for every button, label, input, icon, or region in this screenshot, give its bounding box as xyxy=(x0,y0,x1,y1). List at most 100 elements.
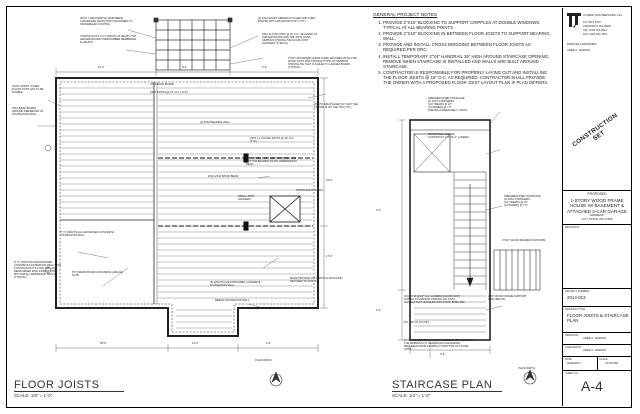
date-value: 06/26/2014 xyxy=(567,362,580,365)
sheet-border xyxy=(6,6,632,408)
dim-text: 33'-0" xyxy=(326,179,333,182)
callout-joist-crown: JOISTS ARE PLACED SO THAT THE CROWN IS O… xyxy=(314,103,358,109)
stair-callout-key: NO. 3X6 (X) 2X4 KEY xyxy=(404,321,430,324)
general-notes: GENERAL PROJECT NOTES PROVIDE 2"X10" BLO… xyxy=(373,13,553,86)
callout-line: (2) 2X10 STRINGERS xyxy=(504,197,530,201)
landing-joists xyxy=(414,295,486,333)
stair-leaders xyxy=(429,111,503,358)
stair-callout-landing: STAIRCASE LANDING CONSTRUCT 4'-0"X4'-0" … xyxy=(428,133,488,140)
callout-joist-hanger: 2X10 FLOOR JOIST @ 16" O.C. SECURED TO L… xyxy=(262,33,318,45)
drawn-by-label: DRAWN BY xyxy=(565,334,579,337)
section-marker-icon xyxy=(44,144,52,274)
callout-wood-beam: W/(2) 2X10 WOOD BEAM xyxy=(208,175,239,178)
callout-post-anchor: 4X6 P.T. DECORATIVE (PAINTABLE) CHANNELE… xyxy=(80,17,133,26)
project-heading: PROPOSED xyxy=(587,192,607,196)
dim-text: 24'-0" xyxy=(192,342,199,345)
callout-double-joist-note: NOTE: EVERY OTHER FLOOR JOIST HAS TO BE … xyxy=(12,85,44,94)
stair-outline xyxy=(409,119,491,341)
callout-bearing-wall: (2) 2X10 BEARING WALL xyxy=(200,121,231,124)
project-description: 1-STORY WOOD FRAME HOUSE W/ BASEMENT & A… xyxy=(566,198,628,214)
stair-callout-landing-joist: (3/4) 2X10 @ 16" O.C. LANDING FLOOR JOIS… xyxy=(404,295,465,304)
stair-direction-arrow-icon xyxy=(466,184,474,287)
callout-floor-joists: 2X10 J.J. FLOOR JOISTS @ 16" O.C. (TYP.) xyxy=(250,137,295,143)
revisions-label: REVISIONS xyxy=(565,226,580,229)
callout-line: (14) RISERS @ 7.5" xyxy=(504,203,528,207)
dim-text: 2'-1" xyxy=(376,309,382,312)
project-number-label: PROJECT NUMBER xyxy=(565,290,590,293)
construction-set-stamp: CONSTRUCTION SET xyxy=(571,111,619,149)
firm-logo-icon xyxy=(567,13,581,28)
callout-girder: (2) 2X10 WOOD GIRDER NOTCHED AND THRU-BO… xyxy=(258,17,317,23)
stair-dimensions xyxy=(398,119,491,354)
callout-line: STAIRCASE LANDING xyxy=(428,133,455,136)
dim-text: 17'-0" xyxy=(326,255,333,258)
north-label: PLAN NORTH xyxy=(255,359,272,362)
drafter-heading: DRAFTER & DESIGNER: xyxy=(567,43,597,46)
title-underline xyxy=(14,391,124,392)
north-label: PLAN NORTH xyxy=(518,367,535,370)
callout-band-board-2: 2X10 BAND BOARD xyxy=(150,83,174,86)
scale-label: SCALE xyxy=(599,358,608,361)
callout-staircase-opening: STAIRCASE OPENING xyxy=(296,189,324,192)
house-outline xyxy=(55,77,319,337)
date-label: DATE xyxy=(565,358,572,361)
callout-foundation-wall: 8" (7) 3000 PSI ALL ENTRAINED CONCRETE F… xyxy=(60,231,114,237)
notes-list: PROVIDE 2"X10" BLOCKING TO SUPPORT CRIPP… xyxy=(373,20,553,85)
staircase-opening xyxy=(269,195,301,223)
left-joists xyxy=(60,87,153,215)
callout-band-board: 2X10 BAND BOARD AROUND PERIMETER OF FOUN… xyxy=(12,107,44,116)
callout-rim-board: 2"X10" RIM BOARD (SAND TARIS) SECURED WI… xyxy=(288,57,358,69)
scale-value: AS NOTED xyxy=(605,362,619,365)
drawing-title: FLOOR JOISTS & STAIRCASE PLAN xyxy=(567,313,629,323)
note-item: CONTRACTOR IS RESPONSIBLE FOR PROPERLY L… xyxy=(383,70,553,85)
staircase-plan xyxy=(398,111,541,385)
right-joists xyxy=(158,87,313,329)
dimension-lines xyxy=(55,68,328,352)
sheet-number: A-4 xyxy=(581,378,603,394)
callout-line: CONSTRUCT 4'-0"X4'-0" LANDING xyxy=(428,135,470,139)
stair-callout-platform: 4"X10" WOOD FRAMED PLATFORM xyxy=(502,239,546,242)
checked-by: JAMIE A. JAMISON xyxy=(583,349,606,352)
project-number: 2014-013 xyxy=(567,295,586,300)
drafter-name: JAMIE A. JAMISON xyxy=(567,49,590,52)
floor-joists-plan xyxy=(38,17,328,387)
callout-line: (2) 2X10 STRINGERS xyxy=(428,99,454,103)
note-item: PROVIDE AND INSTALL CROSS BRIDGING BETWE… xyxy=(383,42,553,52)
firm-tel: TEL: (513) 461-6612 xyxy=(583,29,607,32)
stair-callout-prefab-2: PREFABRICATED STAIRCASE (2) 2X10 STRINGE… xyxy=(504,195,560,208)
stair-callout-support-wall: 2"X4" WOOD FRAME SUPPORT WALL BELOW xyxy=(488,295,527,301)
note-item: PROVIDE 2"X10" BLOCKING IN BETWEEN FLOOR… xyxy=(383,31,553,41)
dim-text: 3'-6" xyxy=(440,353,446,356)
dim-text: 9'-3" xyxy=(262,66,268,69)
callout-small-hangers: SMALL JOIST HANGERS xyxy=(238,195,255,201)
garage-slab xyxy=(60,82,158,304)
project-address: ADDRESS xyxy=(590,213,604,217)
checked-by-label: CHECKED BY xyxy=(565,346,582,349)
dim-text: 8'-0" xyxy=(182,66,188,69)
callout-garage-slab: 8"(T) REINFORCED CONCRETE GARAGE SLAB xyxy=(72,271,123,277)
callout-steel-post: 4"X4" STEEL POST COLUMN W/TOP AND BOTTOM… xyxy=(246,157,297,166)
firm-name: JJ DRAFTING SERVICES, LLC xyxy=(583,13,623,17)
callout-ledger-board: CONTINUOUS 17'-0"± (WIDTH OF DECK) 2"X8"… xyxy=(80,35,137,44)
beams xyxy=(158,153,313,231)
callout-rebar: REBAR FOUNDATION WALL xyxy=(215,299,250,302)
leader-lines xyxy=(38,29,327,309)
north-arrow-icon xyxy=(269,371,283,387)
stair-callout-prefab: PREFABRICATED STAIRCASE (2) 2X10 STRINGE… xyxy=(428,97,488,113)
deck-framing xyxy=(153,17,233,71)
drawn-by: JAMIE A. JAMISON xyxy=(583,337,606,340)
callout-line: (14) TREADS @ 10" xyxy=(504,200,528,204)
plan-scale-floor-joists: SCALE: 1/8" = 1'-0" xyxy=(14,393,53,398)
callout-line: (14) TREADS @ 10" xyxy=(428,102,452,106)
project-city: CITY, STATE, ZIP CODE xyxy=(581,217,613,221)
plan-scale-staircase: SCALE: 1/4" = 1'-0" xyxy=(392,393,431,398)
callout-line: TREADS & RISER ARE 1" SOLID xyxy=(428,108,468,112)
drawing-title-label: DRAWING TITLE xyxy=(565,308,586,311)
callout-rebar-wall: 8" (T) 3000 PSI AIR ENTRAINED CONCRETE F… xyxy=(14,261,62,279)
stamp-area: CONSTRUCTION SET xyxy=(569,104,625,160)
stair-run-right xyxy=(493,249,541,291)
notes-heading: GENERAL PROJECT NOTES xyxy=(373,13,438,18)
firm-fax: FAX: (513) 297-7922 xyxy=(583,33,608,36)
callout-line: (14) RISERS @ 7.5" xyxy=(428,105,452,109)
